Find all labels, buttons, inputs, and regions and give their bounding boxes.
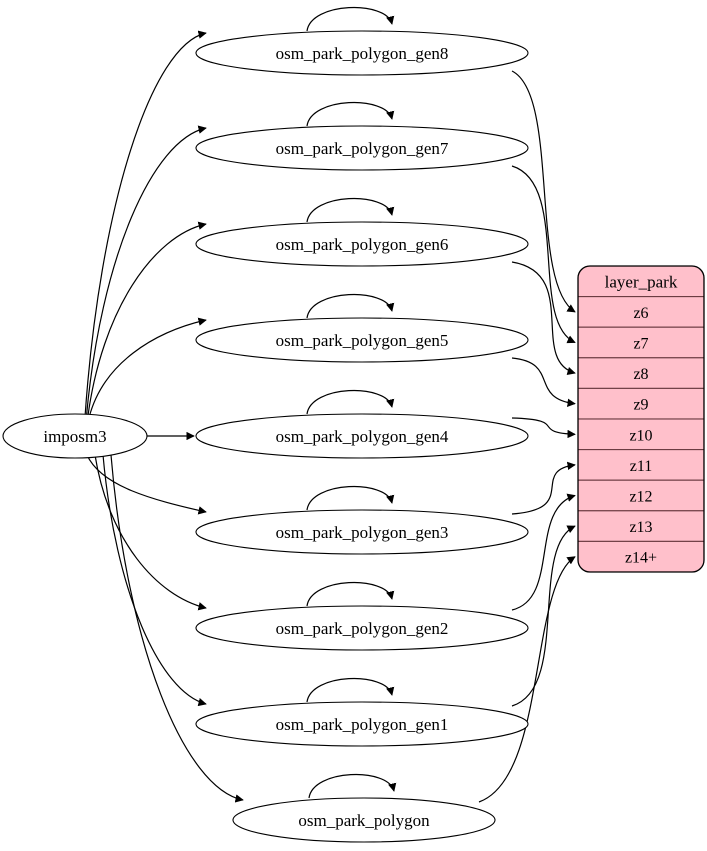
- node-osm-park-polygon-gen4: osm_park_polygon_gen4: [195, 413, 529, 459]
- node-osm-park-polygon-shape: [232, 797, 496, 843]
- table-row-z13[interactable]: [578, 510, 704, 542]
- node-osm-park-polygon-gen5-label: osm_park_polygon_gen5: [276, 331, 449, 350]
- node-osm-park-polygon-gen5-shape: [195, 317, 529, 363]
- table-row-z11[interactable]: [578, 449, 704, 481]
- node-osm-park-polygon-gen3-shape: [195, 509, 529, 555]
- table-row-label-z13: z13: [629, 519, 652, 536]
- edge-osm-park-polygon-gen3-to-z11: [511, 461, 576, 515]
- node-osm-park-polygon-gen7-shape: [195, 125, 529, 171]
- self-loop-osm-park-polygon-gen3: [306, 486, 395, 511]
- edge-osm-park-polygon-gen5-to-z9: [511, 357, 576, 407]
- edge-osm-park-polygon-gen7-to-z7: [511, 165, 576, 344]
- node-osm-park-polygon-label: osm_park_polygon: [298, 811, 430, 830]
- edge-osm-park-polygon-gen1-to-z13: [511, 525, 576, 707]
- table-row-label-z8: z8: [633, 366, 648, 383]
- node-osm-park-polygon-gen6-label: osm_park_polygon_gen6: [276, 235, 449, 254]
- node-osm-park-polygon-gen8-label: osm_park_polygon_gen8: [276, 44, 449, 63]
- node-osm-park-polygon-gen4-shape: [195, 413, 529, 459]
- edge-osm-park-polygon-to-z14+: [478, 556, 576, 803]
- node-osm-park-polygon: osm_park_polygon: [232, 797, 496, 843]
- table-row-z7[interactable]: [578, 326, 704, 359]
- edge-osm-park-polygon-gen2-to-z12: [511, 493, 576, 611]
- node-osm-park-polygon-gen3: osm_park_polygon_gen3: [195, 509, 529, 555]
- node-osm-park-polygon-gen7-label: osm_park_polygon_gen7: [276, 139, 449, 158]
- self-loop-osm-park-polygon-gen1: [306, 678, 395, 703]
- node-osm-park-polygon-gen2-label: osm_park_polygon_gen2: [276, 619, 449, 638]
- table-row-label-z7: z7: [633, 336, 648, 353]
- node-imposm3-label: imposm3: [43, 427, 106, 446]
- edge-osm-park-polygon-gen8-to-z6: [511, 70, 576, 313]
- node-osm-park-polygon-gen1-shape: [195, 701, 529, 747]
- table-row-z9[interactable]: [578, 387, 704, 420]
- edge-imposm3-to-osm-park-polygon-gen6: [87, 221, 207, 418]
- node-osm-park-polygon-gen7: osm_park_polygon_gen7: [195, 125, 529, 171]
- table-row-label-z9: z9: [633, 397, 648, 414]
- layer-park-table: layer_park z6 z7 z8 z9 z10 z11 z12 z13 z14+: [577, 265, 705, 573]
- table-row-z14+[interactable]: [578, 540, 704, 572]
- self-loop-osm-park-polygon-gen4: [306, 390, 395, 415]
- self-loop-osm-park-polygon-gen6: [306, 198, 395, 223]
- node-osm-park-polygon-gen1-label: osm_park_polygon_gen1: [276, 715, 449, 734]
- edge-osm-park-polygon-gen4-to-z10: [511, 417, 576, 439]
- edge-osm-park-polygon-gen6-to-z8: [511, 261, 576, 376]
- node-osm-park-polygon-gen2-shape: [195, 605, 529, 651]
- table-row-label-z14+: z14+: [625, 550, 657, 567]
- node-osm-park-polygon-gen8: osm_park_polygon_gen8: [195, 30, 529, 76]
- node-osm-park-polygon-gen2: osm_park_polygon_gen2: [195, 605, 529, 651]
- table-row-label-z10: z10: [629, 427, 652, 444]
- node-imposm3-shape: [2, 413, 148, 459]
- edge-imposm3-to-osm-park-polygon-gen8: [84, 30, 207, 418]
- table-header-label: layer_park: [605, 272, 678, 291]
- table-row-label-z11: z11: [630, 458, 653, 475]
- self-loop-osm-park-polygon-gen7: [306, 102, 395, 127]
- node-osm-park-polygon-gen3-label: osm_park_polygon_gen3: [276, 523, 449, 542]
- self-loop-osm-park-polygon-gen5: [306, 294, 395, 319]
- self-loop-osm-park-polygon: [308, 774, 397, 799]
- edges-from-imposm3: [84, 30, 244, 803]
- edges-to-layer-park: [478, 70, 576, 803]
- edge-imposm3-to-osm-park-polygon-gen7: [85, 125, 207, 418]
- table-row-z12[interactable]: [578, 479, 704, 512]
- node-osm-park-polygon-gen4-label: osm_park_polygon_gen4: [276, 427, 449, 446]
- node-osm-park-polygon-gen5: osm_park_polygon_gen5: [195, 317, 529, 363]
- graph-nodes: imposm3 osm_park_polygon_gen8 osm_park_pol…: [2, 30, 529, 843]
- table-row-label-z12: z12: [629, 489, 652, 506]
- node-osm-park-polygon-gen8-shape: [195, 30, 529, 76]
- table-outline: [577, 265, 705, 573]
- node-imposm3: imposm3: [2, 413, 148, 459]
- node-osm-park-polygon-gen6-shape: [195, 221, 529, 267]
- edge-imposm3-to-osm-park-polygon-gen2: [94, 454, 207, 611]
- table-row-label-z6: z6: [633, 305, 648, 322]
- edge-imposm3-to-osm-park-polygon: [110, 454, 244, 803]
- self-loop-edges: [306, 7, 397, 799]
- table-row-z10[interactable]: [578, 418, 704, 451]
- node-osm-park-polygon-gen6: osm_park_polygon_gen6: [195, 221, 529, 267]
- edge-imposm3-to-osm-park-polygon-gen3: [86, 454, 207, 515]
- edge-imposm3-to-osm-park-polygon-gen5: [88, 317, 207, 418]
- node-osm-park-polygon-gen1: osm_park_polygon_gen1: [195, 701, 529, 747]
- self-loop-osm-park-polygon-gen8: [306, 7, 395, 32]
- self-loop-osm-park-polygon-gen2: [306, 582, 395, 607]
- edge-imposm3-to-osm-park-polygon-gen1: [102, 454, 207, 707]
- table-cells: layer_park z6 z7 z8 z9 z10 z11 z12 z13 z14+: [578, 266, 704, 572]
